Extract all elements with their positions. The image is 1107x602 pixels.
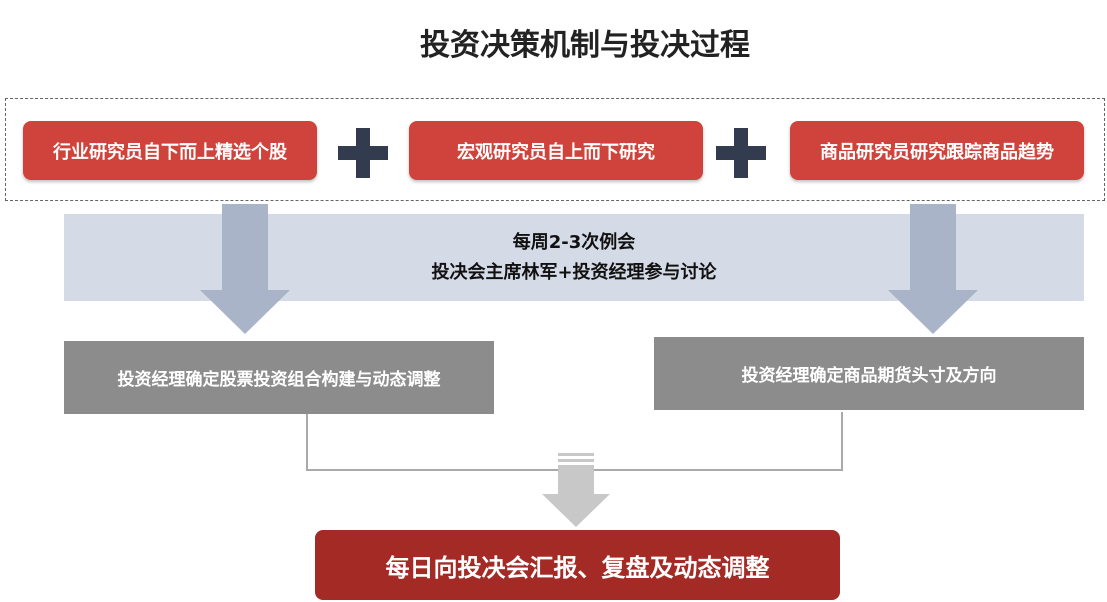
- macro-researcher-box: 宏观研究员自上而下研究: [409, 121, 703, 180]
- stock-decision-label: 投资经理确定股票投资组合构建与动态调整: [117, 370, 441, 390]
- merge-down-arrow-icon: [542, 465, 610, 527]
- industry-researcher-box: 行业研究员自下而上精选个股: [23, 121, 317, 180]
- industry-researcher-label: 行业研究员自下而上精选个股: [53, 141, 287, 163]
- merge-arrow-stripe-2: [558, 459, 594, 462]
- commodity-decision-label: 投资经理确定商品期货头寸及方向: [741, 366, 997, 386]
- daily-report-box: 每日向投决会汇报、复盘及动态调整: [315, 530, 840, 600]
- meeting-participants: 投决会主席林军+投资经理参与讨论: [431, 262, 717, 283]
- plus-icon-1: [356, 128, 370, 178]
- merge-arrow-stripe-1: [558, 453, 594, 456]
- commodity-decision-box: 投资经理确定商品期货头寸及方向: [654, 337, 1084, 410]
- research-group-border: [5, 98, 1105, 201]
- down-arrow-right-icon: [888, 204, 978, 334]
- down-arrow-left-icon: [200, 204, 290, 334]
- plus-icon-2: [734, 128, 748, 178]
- stock-decision-box: 投资经理确定股票投资组合构建与动态调整: [64, 341, 494, 414]
- page-title: 投资决策机制与投决过程: [420, 28, 750, 63]
- meeting-frequency: 每周2-3次例会: [512, 232, 636, 253]
- macro-researcher-label: 宏观研究员自上而下研究: [457, 141, 655, 163]
- daily-report-label: 每日向投决会汇报、复盘及动态调整: [385, 553, 770, 582]
- commodity-researcher-box: 商品研究员研究跟踪商品趋势: [790, 121, 1084, 180]
- commodity-researcher-label: 商品研究员研究跟踪商品趋势: [820, 141, 1054, 163]
